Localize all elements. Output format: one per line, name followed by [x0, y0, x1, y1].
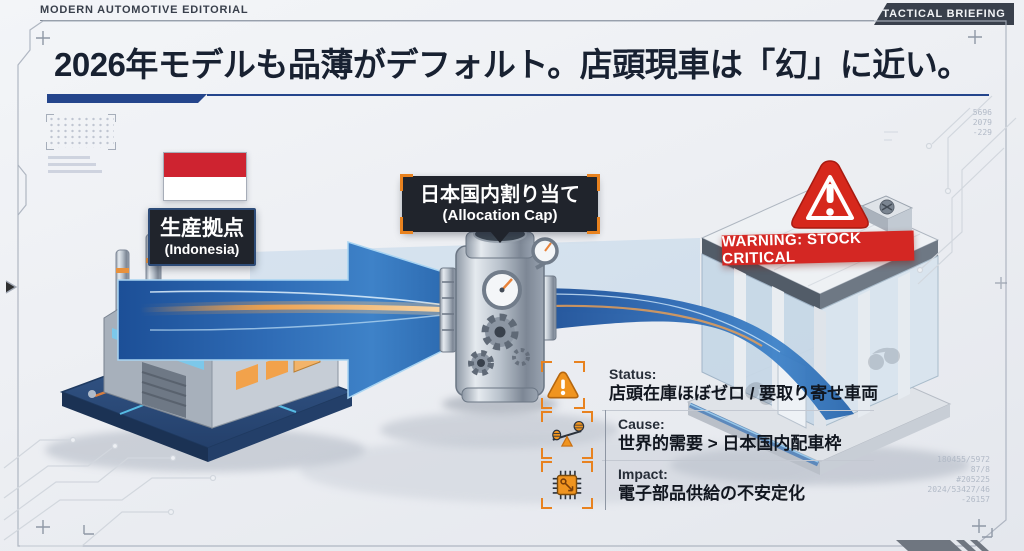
- hazard-chevrons: [896, 540, 989, 551]
- list-divider-vertical: [605, 460, 606, 510]
- production-base-label: 生産拠点 (Indonesia): [148, 208, 256, 266]
- status-label: Status:: [609, 366, 657, 382]
- allocation-cap-title: 日本国内割り当て: [420, 184, 580, 206]
- publication-title: MODERN AUTOMOTIVE EDITORIAL: [40, 4, 249, 16]
- stock-critical-banner: WARNING: STOCK CRITICAL: [722, 230, 915, 268]
- list-divider-vertical: [605, 410, 606, 460]
- cause-icon-frame: [541, 411, 593, 459]
- status-icon-frame: [541, 361, 585, 409]
- list-item-cause: Cause: 世界的需要 > 日本国内配車枠: [540, 410, 876, 461]
- flag-red-band: [164, 153, 246, 177]
- tactical-briefing-badge: TACTICAL BRIEFING: [874, 3, 1014, 25]
- status-value: 店頭在庫ほぼゼロ / 要取り寄せ車両: [609, 384, 879, 403]
- production-base-subtitle: (Indonesia): [164, 240, 240, 257]
- header-divider: [40, 20, 874, 21]
- cause-label: Cause:: [618, 416, 665, 432]
- tech-numbers-bottom-right: 180455/5972 87/8 #205225 2024/53427/46 -…: [927, 455, 990, 504]
- allocation-cap-label: 日本国内割り当て (Allocation Cap): [400, 174, 600, 243]
- indonesia-flag: [163, 152, 247, 201]
- briefing-detail-list: Status: 店頭在庫ほぼゼロ / 要取り寄せ車両 Cause:: [540, 360, 879, 510]
- list-item-impact: Impact: 電子部品供給の不安定化: [540, 460, 876, 510]
- headline-underline-accent: [47, 94, 207, 103]
- flow-glow-sheet: [250, 238, 700, 318]
- chip-icon: [552, 470, 582, 500]
- dot-grid-decoration: [46, 114, 116, 150]
- production-base-title: 生産拠点: [160, 216, 244, 240]
- cause-value: 世界的需要 > 日本国内配車枠: [618, 434, 842, 453]
- faint-text-decoration: [48, 156, 90, 159]
- list-item-status: Status: 店頭在庫ほぼゼロ / 要取り寄せ車両: [540, 360, 879, 411]
- faint-text-decoration: [48, 163, 96, 166]
- impact-value: 電子部品供給の不安定化: [618, 484, 805, 503]
- impact-icon-frame: [541, 461, 593, 509]
- headline-underline: [207, 94, 989, 96]
- label-pointer-tail: [490, 231, 510, 243]
- factory-illustration: [59, 233, 355, 462]
- tech-numbers-top-right: 5696 2079 -229: [972, 108, 992, 137]
- faint-text-decoration: [48, 170, 102, 173]
- balance-scale-icon: [552, 420, 585, 447]
- rooftop-unit: [860, 195, 914, 232]
- page-title: 2026年モデルも品薄がデフォルト。店頭現車は「幻」に近い。: [54, 46, 970, 83]
- impact-label: Impact:: [618, 466, 668, 482]
- warning-triangle-illustration: [791, 160, 869, 229]
- circuit-decoration-left: [3, 436, 217, 547]
- allocation-cap-subtitle: (Allocation Cap): [442, 207, 558, 224]
